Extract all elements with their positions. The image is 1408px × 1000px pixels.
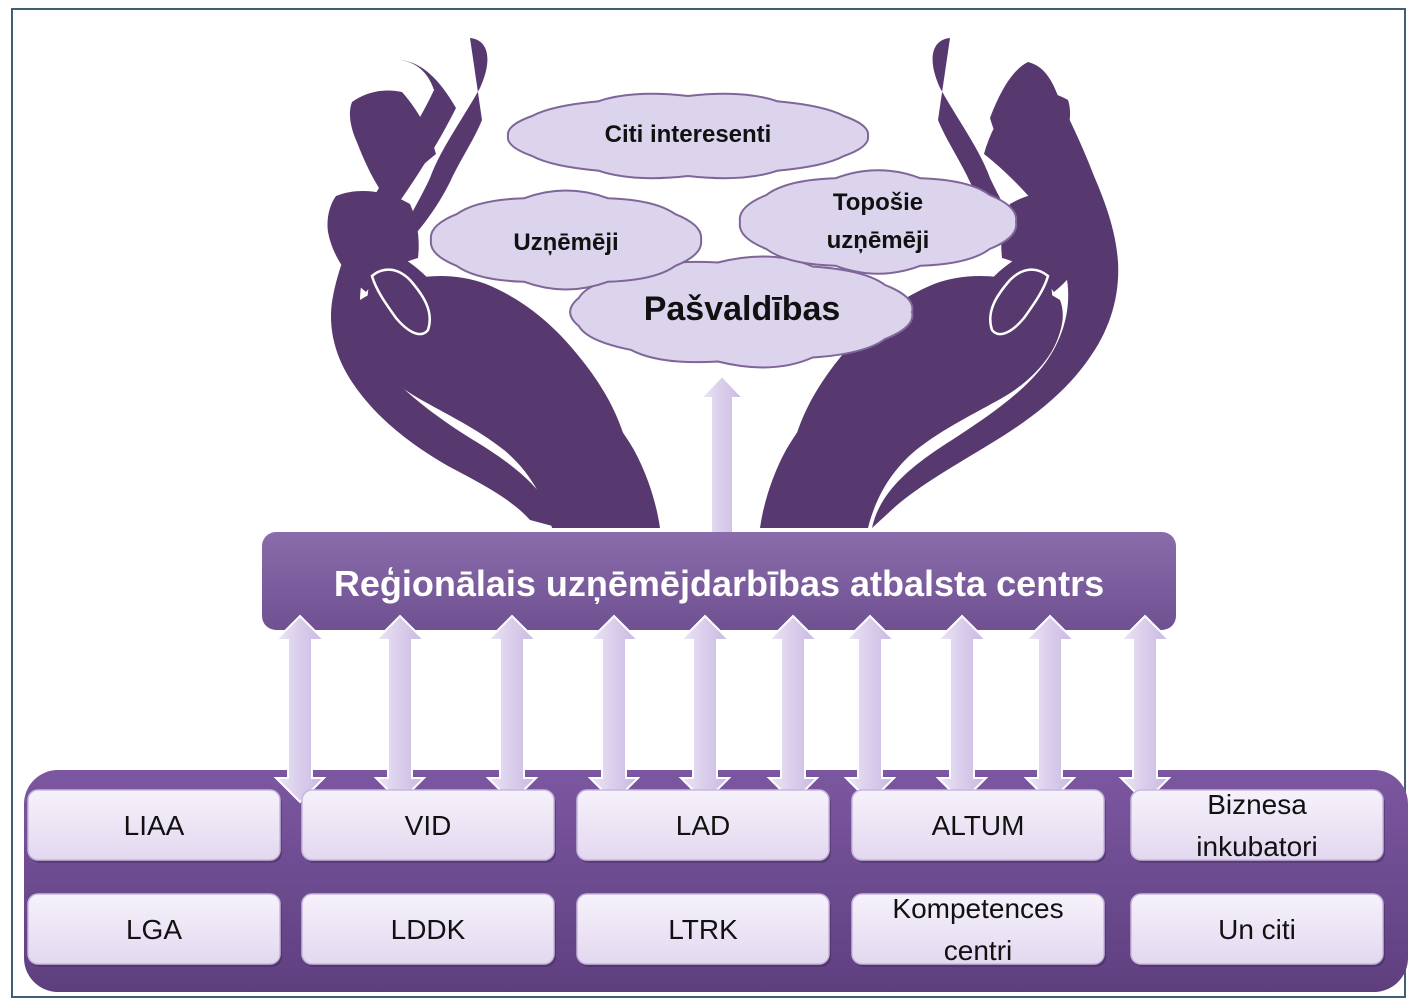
cloud-citi-interesenti: Citi interesenti [506, 92, 870, 180]
institution-label: ALTUM [932, 810, 1025, 841]
institution-label: LGA [126, 914, 182, 945]
institution-box: LTRK [576, 893, 831, 967]
cloud-toposie-uznemeji-label: Topošie [833, 189, 923, 216]
institution-box: LIAA [27, 789, 282, 863]
institution-label: Biznesa [1207, 789, 1307, 820]
institution-box: Un citi [1130, 893, 1385, 967]
institution-box: VID [301, 789, 556, 863]
cloud-pasvaldibas-label: Pašvaldības [644, 290, 841, 328]
cloud-toposie-uznemeji-label: uzņēmēji [827, 227, 930, 254]
institution-box: ALTUM [851, 789, 1106, 863]
institution-label: LDDK [391, 914, 466, 945]
center-banner-label: Reģionālais uzņēmējdarbības atbalsta cen… [334, 563, 1104, 604]
cloud-citi-interesenti-label: Citi interesenti [605, 121, 772, 148]
institution-box: LDDK [301, 893, 556, 967]
institution-box: Kompetences centri [851, 893, 1106, 967]
cloud-toposie-uznemeji: Topošie uzņēmēji [738, 169, 1018, 275]
institution-label: Kompetences [892, 893, 1063, 924]
link-double-arrow-1 [273, 614, 327, 804]
institution-label: VID [405, 810, 452, 841]
institution-label: LTRK [668, 914, 738, 945]
institution-label: Un citi [1218, 914, 1296, 945]
cloud-pasvaldibas: Pašvaldības [569, 255, 914, 369]
institution-label: LAD [676, 810, 730, 841]
frame-border [11, 8, 1406, 998]
institution-box: LAD [576, 789, 831, 863]
institution-box: Biznesa inkubatori [1130, 789, 1385, 863]
cloud-uznemeji-label: Uzņēmēji [513, 229, 618, 256]
institution-box: LGA [27, 893, 282, 967]
institution-label: LIAA [124, 810, 185, 841]
center-banner: Reģionālais uzņēmējdarbības atbalsta cen… [262, 532, 1176, 630]
cloud-uznemeji: Uzņēmēji [429, 189, 703, 291]
institution-label: centri [944, 935, 1012, 966]
right-hand-icon [760, 38, 1119, 528]
institution-label: inkubatori [1196, 831, 1317, 862]
left-hand-icon [327, 38, 660, 528]
